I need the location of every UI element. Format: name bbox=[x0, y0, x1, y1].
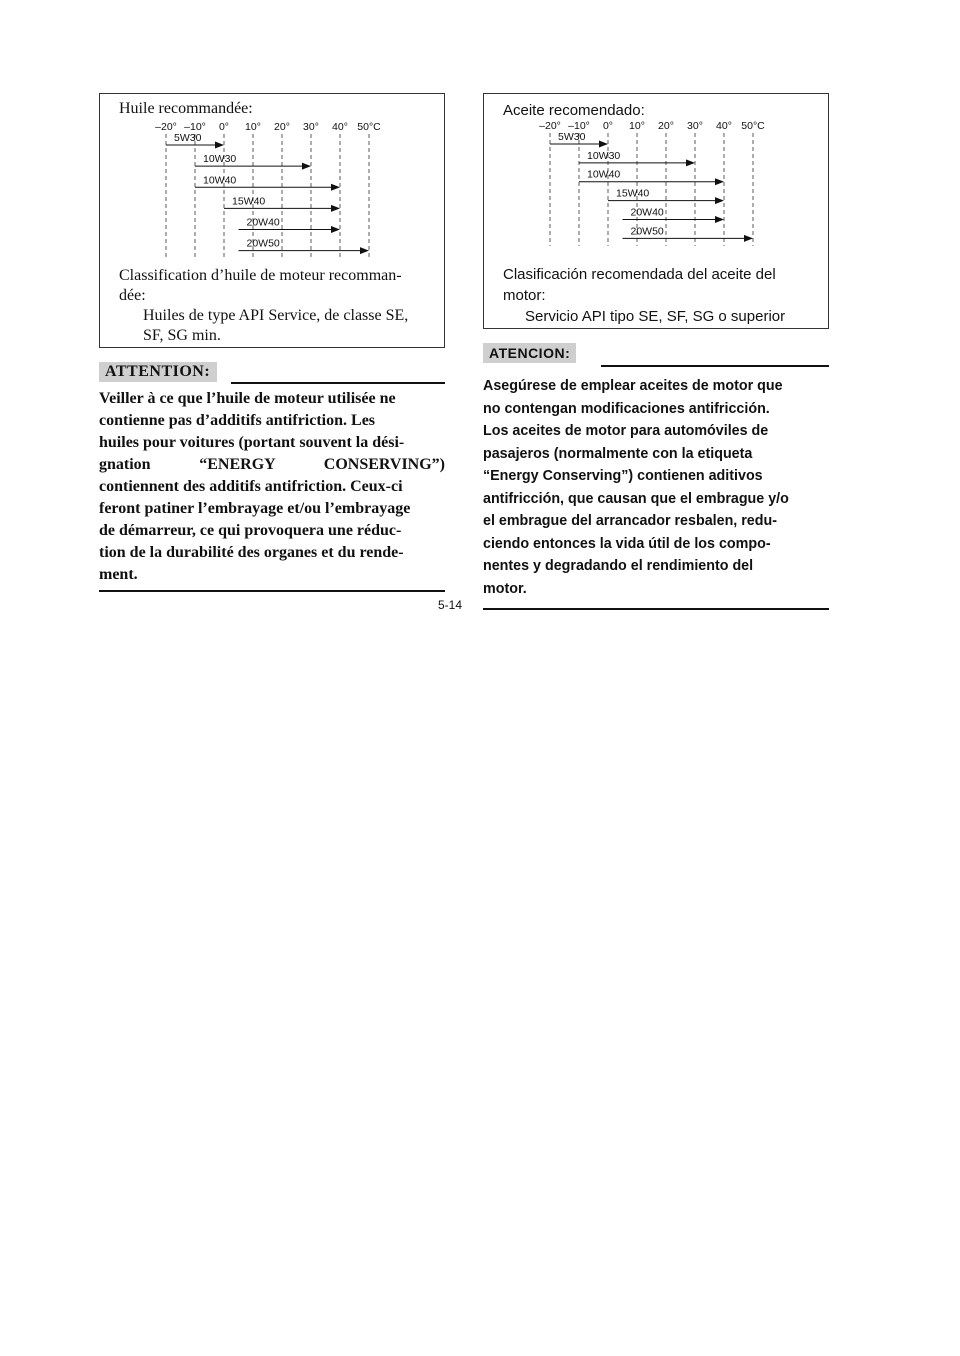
classification-line-1: Clasificación recomendada del aceite del bbox=[503, 266, 776, 283]
range-arrow-icon bbox=[744, 234, 753, 242]
classification-line-2: dée: bbox=[119, 287, 146, 304]
classification-spec-1: Servicio API tipo SE, SF, SG o superior bbox=[525, 308, 786, 325]
grade-label: 10W40 bbox=[587, 169, 620, 181]
warning-line: Los aceites de motor para automóviles de bbox=[483, 423, 769, 439]
tick-label: –10° bbox=[568, 120, 590, 132]
grade-label: 10W30 bbox=[587, 150, 620, 162]
range-arrow-icon bbox=[360, 247, 369, 255]
warning-line: Veiller à ce que l’huile de moteur utili… bbox=[99, 390, 396, 407]
range-arrow-icon bbox=[331, 226, 340, 234]
warning-header: ATTENTION: bbox=[99, 362, 445, 384]
warning-line: feront patiner l’embrayage et/ou l’embra… bbox=[99, 500, 411, 517]
box-title: Aceite recomendado: bbox=[503, 102, 645, 119]
tick-label: –20° bbox=[539, 120, 561, 132]
range-arrow-icon bbox=[599, 140, 608, 148]
tick-label: 40° bbox=[332, 121, 348, 133]
grade-label: 20W40 bbox=[631, 206, 664, 218]
classification-spec-1: Huiles de type API Service, de classe SE… bbox=[143, 307, 409, 324]
range-arrow-icon bbox=[331, 183, 340, 191]
warning-text: Asegúrese de emplear aceites de motor qu… bbox=[483, 375, 829, 600]
tick-label: 40° bbox=[716, 120, 732, 132]
tick-label: 10° bbox=[245, 121, 261, 133]
warning-label: ATENCION: bbox=[483, 343, 577, 363]
spanish-section: Aceite recomendado: –20° –10° 0° 10° 20° 30° 4… bbox=[483, 93, 829, 610]
range-arrow-icon bbox=[715, 215, 724, 223]
grade-label: 15W40 bbox=[232, 195, 265, 207]
warning-line: motor. bbox=[483, 580, 527, 597]
warning-line: antifricción, que causan que el embrague… bbox=[483, 490, 789, 507]
grade-label: 15W40 bbox=[616, 188, 649, 200]
warning-rule bbox=[231, 382, 445, 384]
tick-label: 20° bbox=[274, 121, 290, 133]
range-arrow-icon bbox=[686, 159, 695, 167]
warning-line: ciendo entonces la vida útil de los comp… bbox=[483, 535, 771, 552]
warning-line: ment. bbox=[99, 566, 138, 583]
warning-line: Asegúrese de emplear aceites de motor qu… bbox=[483, 378, 783, 394]
grade-label: 5W30 bbox=[174, 132, 202, 144]
warning-text: Veiller à ce que l’huile de moteur utili… bbox=[99, 388, 445, 586]
warning-line: tion de la durabilité des organes et du … bbox=[99, 544, 404, 561]
tick-label: 10° bbox=[629, 120, 645, 132]
grade-label: 20W50 bbox=[247, 238, 280, 250]
french-section: Huile recommandée: –20° –10° 0° 10° 20° 30° 40… bbox=[99, 93, 445, 592]
tick-label: 20° bbox=[658, 120, 674, 132]
tick-label: –10° bbox=[184, 121, 206, 133]
grade-label: 5W30 bbox=[558, 131, 586, 143]
warning-end-rule bbox=[99, 590, 445, 592]
classification-line-1: Classification d’huile de moteur recomma… bbox=[119, 267, 402, 284]
warning-line: no contengan modificaciones antifricción… bbox=[483, 400, 770, 417]
warning-line: pasajeros (normalmente con la etiqueta bbox=[483, 445, 753, 462]
tick-label: 0° bbox=[219, 121, 229, 133]
recommended-oil-box: Aceite recomendado: –20° –10° 0° 10° 20° 30° 4… bbox=[483, 93, 829, 329]
warning-line: el embrague del arrancador resbalen, red… bbox=[483, 513, 777, 529]
tick-label: 30° bbox=[303, 121, 319, 133]
oil-classification: Classification d’huile de moteur recomma… bbox=[119, 266, 437, 346]
warning-line: contiennent des additifs antifriction. C… bbox=[99, 478, 403, 495]
grade-label: 10W30 bbox=[203, 153, 236, 165]
warning-line: “Energy Conserving”) contienen aditivos bbox=[483, 468, 763, 484]
oil-classification: Clasificación recomendada del aceite del… bbox=[503, 264, 821, 327]
recommended-oil-box: Huile recommandée: –20° –10° 0° 10° 20° 30° 40… bbox=[99, 93, 445, 348]
grade-label: 20W40 bbox=[247, 217, 280, 229]
range-arrow-icon bbox=[331, 204, 340, 212]
warning-end-rule bbox=[483, 608, 829, 610]
range-arrow-icon bbox=[302, 162, 311, 170]
warning-line: huiles pour voitures (portant souvent la… bbox=[99, 434, 405, 451]
warning-line: de démarreur, ce qui provoquera une rédu… bbox=[99, 522, 402, 539]
classification-spec-2: SF, SG min. bbox=[143, 327, 221, 344]
page-number: 5-14 bbox=[438, 598, 463, 612]
tick-label: 50°C bbox=[357, 121, 381, 133]
tick-label: –20° bbox=[155, 121, 177, 133]
classification-line-2: motor: bbox=[503, 287, 546, 304]
range-arrow-icon bbox=[215, 141, 224, 149]
warning-line: nentes y degradando el rendimiento del bbox=[483, 558, 754, 574]
grade-label: 10W40 bbox=[203, 174, 236, 186]
warning-line: gnation “ENERGY CONSERVING”) bbox=[99, 456, 445, 473]
warning-rule bbox=[601, 365, 829, 367]
tick-label: 50°C bbox=[741, 120, 765, 132]
warning-header: ATENCION: bbox=[483, 343, 829, 367]
grade-label: 20W50 bbox=[631, 225, 664, 237]
tick-label: 30° bbox=[687, 120, 703, 132]
warning-label: ATTENTION: bbox=[99, 362, 218, 382]
box-title: Huile recommandée: bbox=[119, 100, 253, 117]
tick-label: 0° bbox=[603, 120, 613, 132]
range-arrow-icon bbox=[715, 178, 724, 186]
warning-line: contienne pas d’additifs antifriction. L… bbox=[99, 412, 376, 429]
range-arrow-icon bbox=[715, 197, 724, 205]
